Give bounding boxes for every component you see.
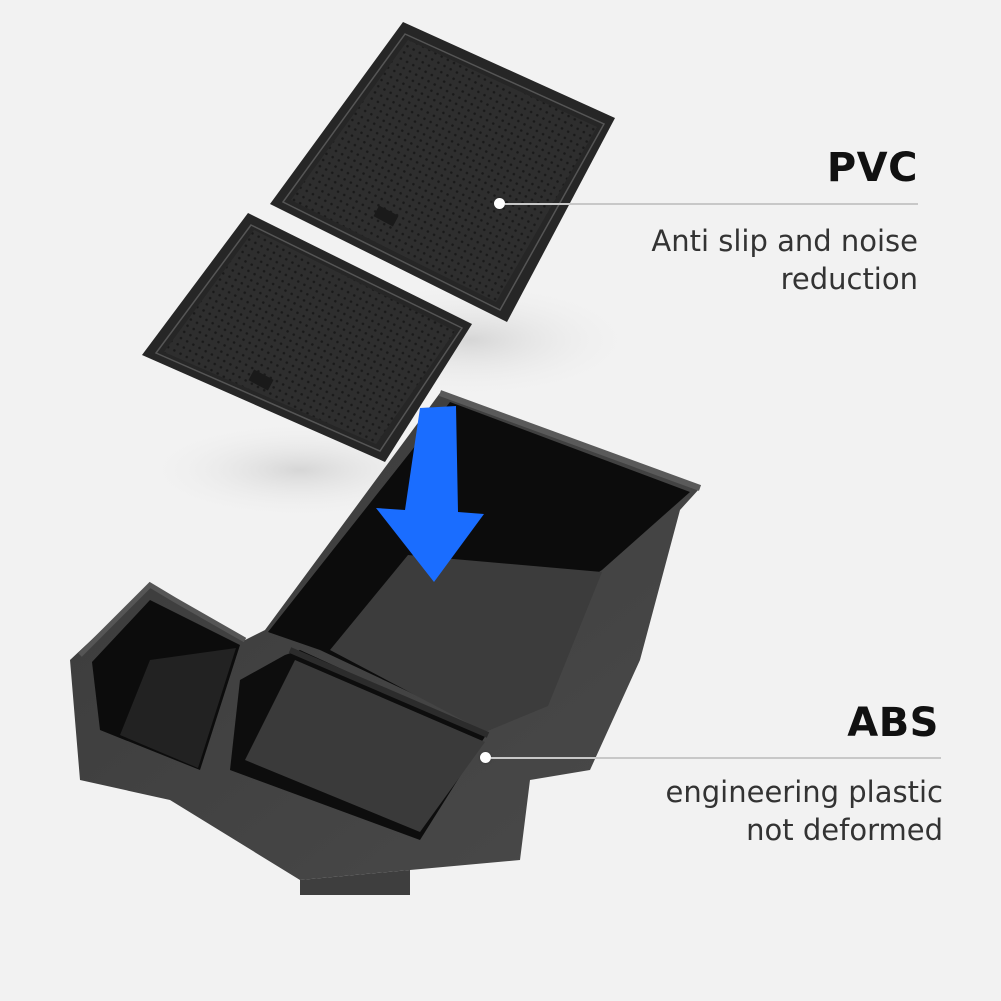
callout-line-pvc	[505, 203, 918, 205]
callout-line-abs	[491, 757, 941, 759]
callout-title-pvc: PVC	[826, 145, 918, 191]
pvc-mat-bottom	[142, 213, 472, 462]
arrow-down-icon	[376, 406, 484, 582]
callout-dot-pvc	[494, 198, 505, 209]
callout-dot-abs	[480, 752, 491, 763]
pvc-mat-top	[270, 22, 615, 322]
callout-title-abs: ABS	[847, 700, 939, 746]
callout-desc-pvc: Anti slip and noise reduction	[651, 224, 918, 296]
callout-desc-abs: engineering plastic not deformed	[665, 775, 943, 847]
